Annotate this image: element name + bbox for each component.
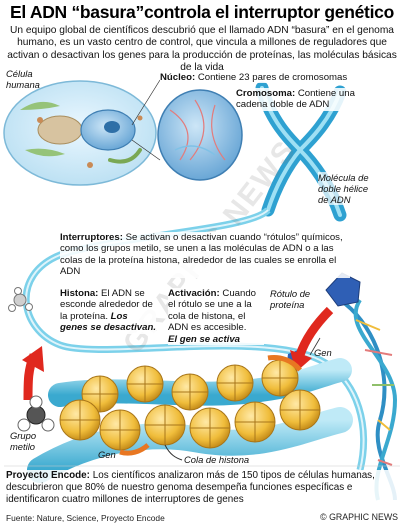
encode-title: Proyecto Encode: — [6, 470, 90, 481]
switches-caption: Interruptores: Se activan o desactivan c… — [60, 232, 350, 278]
histone-title: Histona: — [60, 288, 99, 299]
histone-text: El ADN se esconde alrededor de la proteí… — [60, 288, 153, 322]
intro-text: Un equipo global de científicos descubri… — [7, 25, 397, 74]
histone-spools — [59, 359, 321, 451]
gene-label-left: Gen — [98, 449, 116, 460]
histone-tail-label: Cola de histona — [184, 454, 250, 465]
chromosome-caption: Cromosoma: Contiene una cadena doble de … — [236, 88, 361, 111]
methyl-molecule-small — [8, 287, 33, 312]
gene-segment-left — [119, 443, 150, 456]
protein-tag-shape — [325, 272, 361, 307]
nucleus-text: Contiene 23 pares de cromosomas — [195, 72, 348, 83]
nucleus-caption: Núcleo: Contiene 23 pares de cromosomas — [160, 72, 360, 84]
switches-text: Se activan o desactivan cuando “rótulos”… — [60, 232, 343, 278]
encode-text: Los científicos analizaron más de 150 ti… — [6, 470, 375, 505]
gene-label-right: Gen — [314, 347, 332, 358]
activation-caption: Activación: Cuando el rótulo se une a la… — [168, 288, 264, 346]
encode-caption: Proyecto Encode: Los científicos analiza… — [6, 470, 398, 506]
protein-tag-label: Rótulo de proteína — [270, 288, 311, 310]
activation-arrow — [295, 306, 334, 357]
nucleus-title: Núcleo: — [160, 72, 196, 83]
methyl-group-molecule — [17, 395, 55, 432]
chromosome-text: Contiene una cadena doble de ADN — [236, 88, 355, 111]
double-helix-label: Molécula de doble hélice de ADN — [318, 172, 369, 205]
cell-label: Célula humana — [6, 68, 40, 90]
activation-title: Activación: — [168, 288, 220, 299]
source-note: Fuente: Nature, Science, Proyecto Encode — [6, 513, 165, 523]
histone-caption: Histona: El ADN se esconde alrededor de … — [60, 288, 156, 334]
histone-tail-line — [164, 444, 183, 461]
nucleus — [157, 89, 243, 181]
switches-title: Interruptores: — [60, 232, 123, 243]
page-title: El ADN “basura”controla el interruptor g… — [10, 2, 394, 22]
chromosome-title: Cromosoma: — [236, 88, 296, 99]
human-cell — [3, 80, 157, 186]
activation-text: Cuando el rótulo se une a la cola de his… — [168, 288, 256, 334]
credit: © GRAPHIC NEWS — [320, 512, 398, 522]
gene-segment-right — [267, 355, 302, 372]
histone-off-text: Los genes se desactivan. — [60, 310, 156, 334]
activation-on-text: El gen se activa — [168, 333, 240, 345]
methyl-group-label: Grupo metilo — [10, 430, 37, 452]
